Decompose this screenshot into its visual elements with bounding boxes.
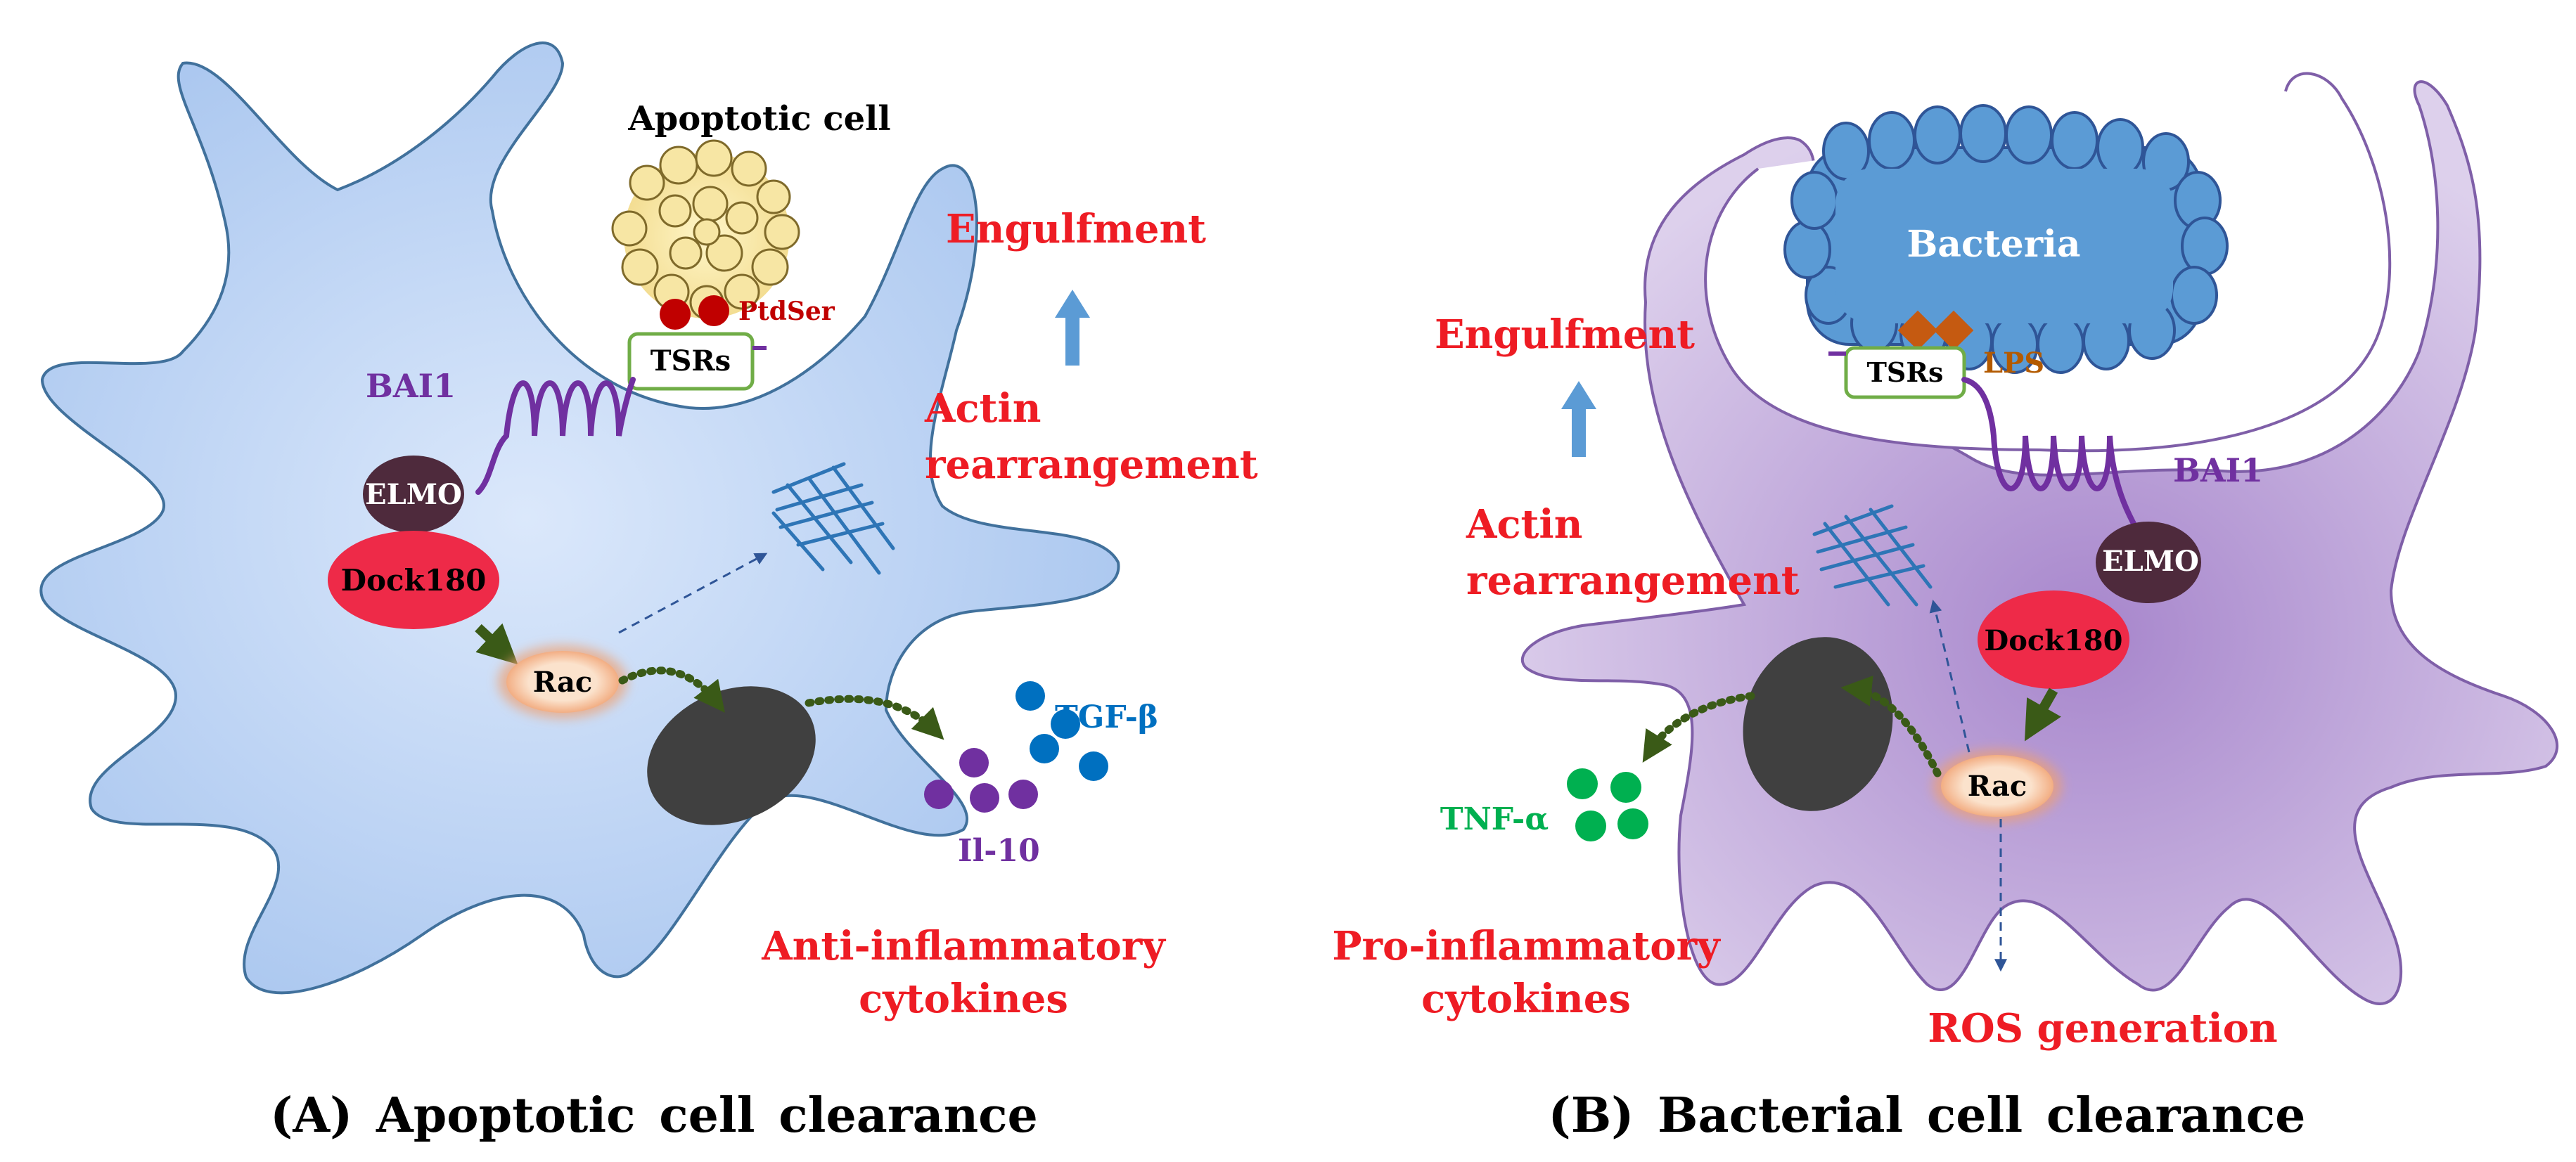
rac-label: Rac	[533, 666, 592, 699]
actin-filaments	[771, 462, 895, 575]
panel-a-title: (A) Apoptotic cell clearance	[270, 1087, 1038, 1144]
engulfment-label-a: Engulfment	[946, 206, 1206, 252]
rac	[506, 651, 619, 713]
macrophage-cell-a	[39, 41, 1120, 995]
rac-to-actin-arrow	[618, 553, 768, 634]
nucleus-to-cytokines-arrow-b	[1642, 692, 1755, 763]
elmo-b	[2096, 522, 2201, 603]
lps-molecules	[1897, 310, 1974, 351]
rac-to-nucleus-arrow	[618, 666, 725, 713]
rac-label-b: Rac	[1968, 770, 2027, 803]
ptdser-label: PtdSer	[738, 297, 835, 326]
elmo	[363, 456, 464, 533]
dock180-label-b: Dock180	[1985, 624, 2123, 657]
engulfment-up-arrow-b	[1561, 381, 1596, 457]
nucleus-a	[647, 686, 816, 825]
ros-generation-label: ROS generation	[1928, 1005, 2277, 1052]
apoptotic-cell-label: Apoptotic cell	[627, 99, 890, 138]
panel-a: Apoptotic cell PtdSer TSRs BAI1 ELMO Doc…	[39, 41, 1258, 1144]
cytokines-label-b-line1: Pro-inflammatory	[1332, 923, 1721, 969]
bai1-receptor	[475, 377, 636, 495]
actin-filaments-b	[1812, 504, 1933, 607]
bacteria	[1783, 104, 2229, 374]
dock-to-rac-arrow-b	[2024, 687, 2061, 742]
cytokines-label-a-line2: cytokines	[859, 976, 1068, 1022]
il10-label: Il-10	[958, 833, 1040, 869]
rac-to-actin-arrow-b	[1929, 599, 1971, 753]
engulfment-up-arrow-a	[1055, 290, 1090, 366]
dock180-b	[1978, 590, 2129, 689]
actin-label-a-line1: Actin	[924, 385, 1041, 432]
cytokines-label-b-line2: cytokines	[1421, 976, 1631, 1022]
tsrs-box-b	[1844, 346, 1966, 399]
elmo-label-b: ELMO	[2102, 545, 2199, 578]
tsrs-box	[627, 332, 755, 391]
dock180-label: Dock180	[341, 563, 487, 598]
rac-to-nucleus-arrow-b	[1840, 676, 1942, 777]
tsrs-label: TSRs	[651, 344, 731, 377]
tnf-alpha-molecules	[1567, 768, 1648, 841]
elmo-label: ELMO	[365, 478, 462, 511]
apoptotic-cell	[611, 139, 800, 320]
panel-b: Bacteria LPS TSRs BAI1 ELMO Dock180 Rac	[1332, 72, 2559, 1144]
bai1-label-b: BAI1	[2173, 451, 2263, 489]
bai1-label: BAI1	[366, 367, 456, 405]
tsrs-label-b: TSRs	[1867, 356, 1944, 388]
panel-b-title: (B) Bacterial cell clearance	[1549, 1087, 2306, 1144]
il10-molecules	[924, 748, 1038, 813]
rac-b	[1941, 755, 2053, 817]
engulfment-label-b: Engulfment	[1435, 311, 1695, 358]
actin-label-b-line2: rearrangement	[1466, 557, 1800, 604]
tnf-alpha-label: TNF-α	[1440, 801, 1549, 837]
actin-label-b-line1: Actin	[1466, 501, 1582, 548]
bacteria-label: Bacteria	[1907, 223, 2080, 266]
cytokines-label-a-line1: Anti-inflammatory	[761, 923, 1166, 969]
actin-label-a-line2: rearrangement	[925, 441, 1258, 488]
dock-to-rac-arrow	[475, 623, 518, 665]
lps-label: LPS	[1983, 347, 2044, 380]
tgf-beta-label: TGF-β	[1055, 699, 1158, 735]
nucleus-to-cytokines-arrow	[805, 695, 944, 740]
bai1-receptor-b	[1961, 377, 2155, 558]
ptdser-dots	[660, 295, 729, 330]
dock180	[328, 531, 499, 629]
tgf-beta-molecules	[1015, 681, 1108, 781]
